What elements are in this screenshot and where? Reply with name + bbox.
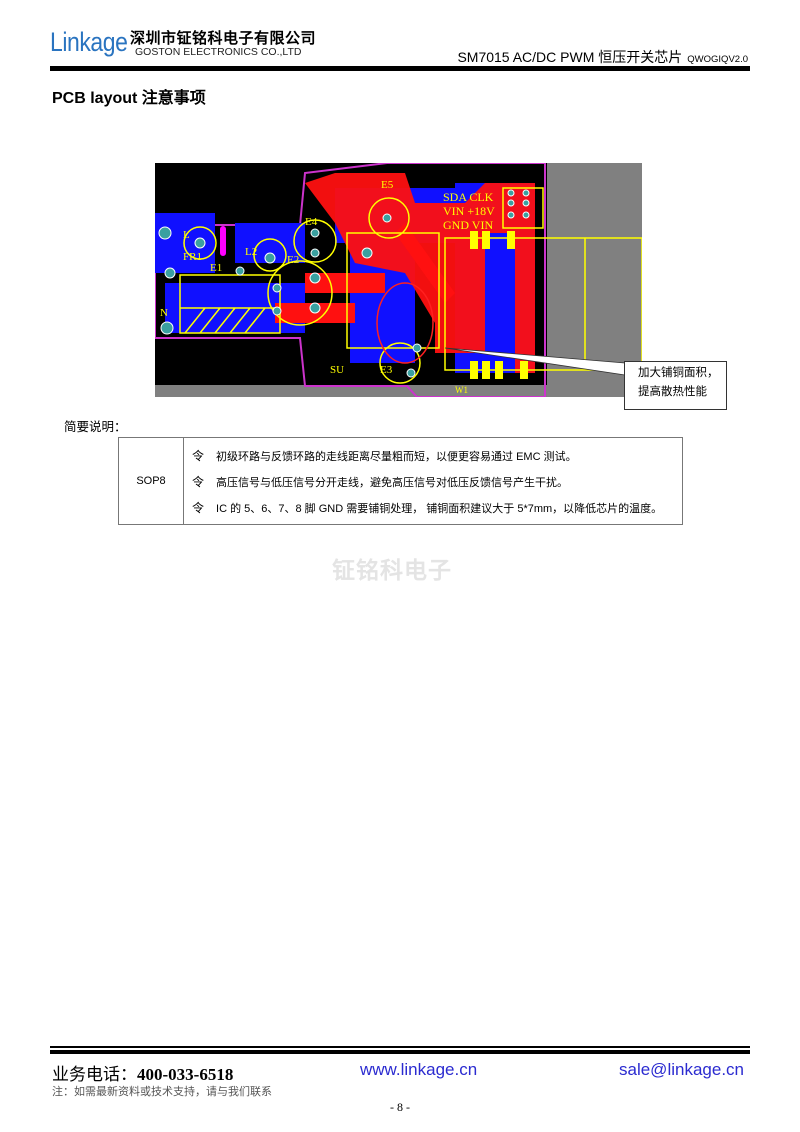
note-text: 高压信号与低压信号分开走线，避免高压信号对低压反馈信号产生干扰。	[216, 477, 569, 489]
note-item: 令高压信号与低压信号分开走线，避免高压信号对低压反馈信号产生干扰。	[192, 469, 682, 495]
summary-label: 简要说明：	[64, 420, 127, 434]
pcb-label: L2	[245, 246, 257, 258]
document-title: SM7015 AC/DC PWM 恒压开关芯片 QWOGIQV2.0	[457, 47, 748, 67]
phone-label: 业务电话：	[52, 1065, 137, 1084]
pcb-label: E2	[287, 254, 299, 266]
header-divider	[50, 66, 750, 71]
pcb-label: SU	[330, 364, 344, 376]
callout-line-1: 加大铺铜面积，	[638, 367, 719, 379]
document-title-text: SM7015 AC/DC PWM 恒压开关芯片	[457, 49, 683, 65]
pcb-label: W1	[455, 385, 468, 395]
pcb-label: FR1	[183, 251, 202, 263]
footer-divider	[50, 1046, 750, 1048]
note-item: 令 IC 的 5、6、7、8 脚 GND 需要铺铜处理， 铺铜面积建议大于 5*7…	[192, 495, 682, 521]
section-title: PCB layout 注意事项	[52, 90, 206, 107]
pcb-label: N	[160, 307, 168, 319]
pcb-label: E1	[210, 262, 222, 274]
footer-divider-thick	[50, 1050, 750, 1054]
pcb-label: E3	[380, 364, 393, 376]
note-text: IC 的 5、6、7、8 脚 GND 需要铺铜处理， 铺铜面积建议大于 5*7m…	[216, 503, 663, 515]
bullet-icon: 令	[192, 501, 205, 515]
company-name-en: GOSTON ELECTRONICS CO.,LTD	[135, 46, 302, 58]
bullet-icon: 令	[192, 475, 205, 489]
document-version: QWOGIQV2.0	[687, 54, 748, 65]
notes-cell: 令初级环路与反馈环路的走线距离尽量粗而短，以便更容易通过 EMC 测试。 令高压…	[183, 437, 683, 525]
note-item: 令初级环路与反馈环路的走线距离尽量粗而短，以便更容易通过 EMC 测试。	[192, 443, 682, 469]
pcb-label: L	[183, 229, 190, 241]
watermark: 钲铭科电子	[332, 557, 452, 583]
layout-notes-table: SOP8 令初级环路与反馈环路的走线距离尽量粗而短，以便更容易通过 EMC 测试…	[118, 437, 683, 525]
company-name-cn: 深圳市钲铭科电子有限公司	[130, 30, 317, 47]
website-link[interactable]: www.linkage.cn	[360, 1060, 478, 1079]
callout-line-2: 提高散热性能	[638, 386, 707, 398]
email-link[interactable]: sale@linkage.cn	[619, 1060, 744, 1079]
note-text: 初级环路与反馈环路的走线距离尽量粗而短，以便更容易通过 EMC 测试。	[216, 451, 577, 463]
footer-note: 注：如需最新资料或技术支持，请与我们联系	[52, 1086, 272, 1098]
pcb-label: E5	[381, 179, 394, 191]
pcb-callout: 加大铺铜面积， 提高散热性能	[624, 361, 727, 410]
pcb-label: VIN +18V	[443, 204, 495, 218]
pcb-label: SDA CLK	[443, 190, 494, 204]
bullet-icon: 令	[192, 449, 205, 463]
company-logo: Linkage	[50, 27, 128, 57]
package-cell: SOP8	[118, 437, 184, 525]
pcb-layout-image: L FR1 E1 N L2 E2 E4 E5 SDA CLK VIN +18V …	[155, 163, 642, 397]
footer-phone: 业务电话：400-033-6518	[52, 1060, 233, 1085]
page-number: - 8 -	[390, 1100, 410, 1114]
pcb-label: GND VIN	[443, 218, 493, 232]
phone-number: 400-033-6518	[137, 1065, 234, 1084]
pcb-label: E4	[305, 216, 318, 228]
